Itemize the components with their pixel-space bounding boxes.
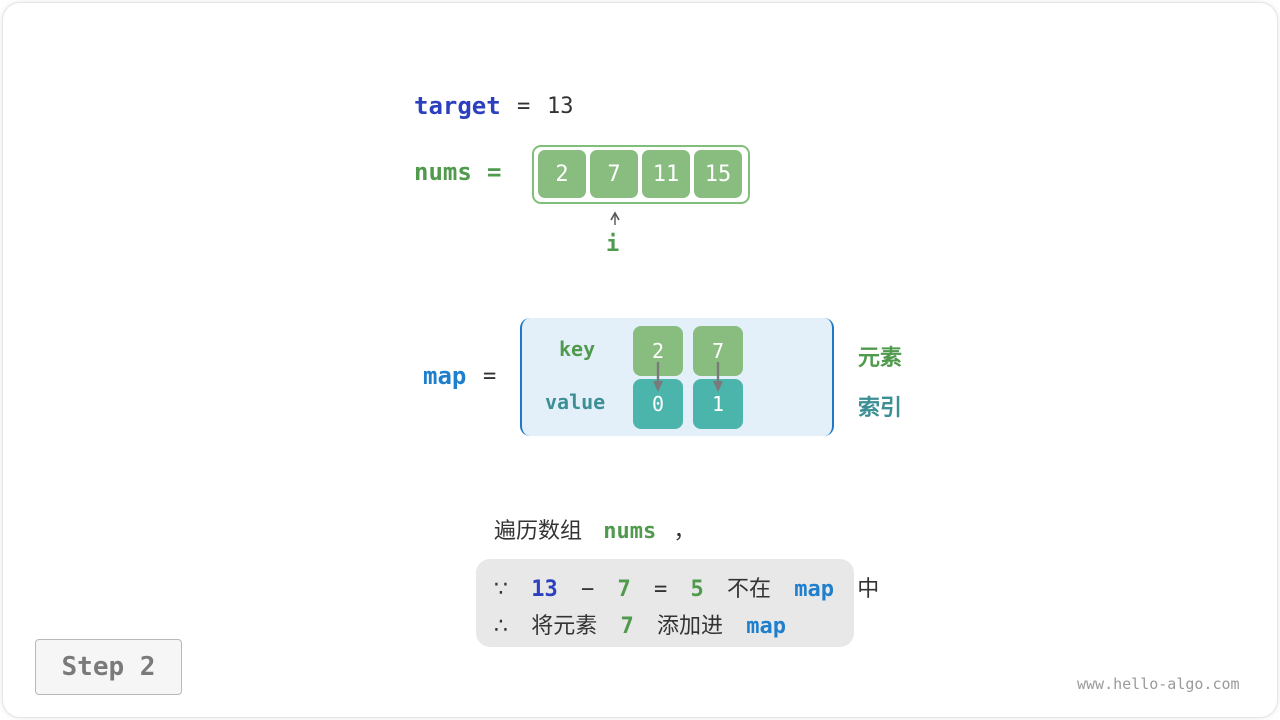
target-equals: = <box>517 94 531 119</box>
line2-num: 7 <box>620 614 634 639</box>
explanation-box <box>476 559 854 647</box>
array-cell: 15 <box>694 150 742 198</box>
line2-text: 将元素 <box>531 614 598 639</box>
explanation-line-1: ∵ 13 − 7 = 5 不在 map 中 <box>494 571 879 603</box>
map-value-cell: 0 <box>633 379 683 429</box>
pointer-label: i <box>606 232 620 257</box>
expr-c: 5 <box>690 577 704 602</box>
map-key-cell: 2 <box>633 326 683 376</box>
step-button[interactable]: Step 2 <box>35 639 182 695</box>
array-cell: 11 <box>642 150 690 198</box>
explanation-heading: 遍历数组 nums ， <box>494 513 696 545</box>
heading-var: nums <box>603 519 657 544</box>
because-symbol: ∵ <box>494 577 508 602</box>
expr-end: 中 <box>857 577 880 602</box>
expr-map: map <box>794 577 835 602</box>
expr-b: 7 <box>617 577 631 602</box>
key-side-label: 元素 <box>858 346 903 371</box>
target-value: 13 <box>547 94 574 119</box>
heading-comma: ， <box>673 519 696 544</box>
expr-eq: = <box>654 577 668 602</box>
key-value-arrow-icon <box>653 362 663 392</box>
line2-text2: 添加进 <box>657 614 724 639</box>
heading-text: 遍历数组 <box>494 519 583 544</box>
array-cell: 2 <box>538 150 586 198</box>
array-cell: 7 <box>590 150 638 198</box>
line2-map: map <box>746 614 787 639</box>
therefore-symbol: ∴ <box>494 614 508 639</box>
nums-equals: = <box>487 158 502 186</box>
expr-text: 不在 <box>727 577 772 602</box>
watermark: www.hello-algo.com <box>1077 675 1240 693</box>
map-key-label: key <box>559 337 596 361</box>
explanation-line-2: ∴ 将元素 7 添加进 map <box>494 608 786 640</box>
value-side-label: 索引 <box>858 396 903 421</box>
key-value-arrow-icon <box>713 362 723 392</box>
map-label: map <box>423 362 467 390</box>
expr-a: 13 <box>531 577 558 602</box>
expr-minus: − <box>581 577 595 602</box>
pointer-arrow-icon <box>610 211 620 225</box>
nums-label: nums <box>414 158 472 186</box>
target-label: target <box>414 92 501 120</box>
map-equals: = <box>483 364 497 389</box>
map-value-label: value <box>545 390 606 414</box>
